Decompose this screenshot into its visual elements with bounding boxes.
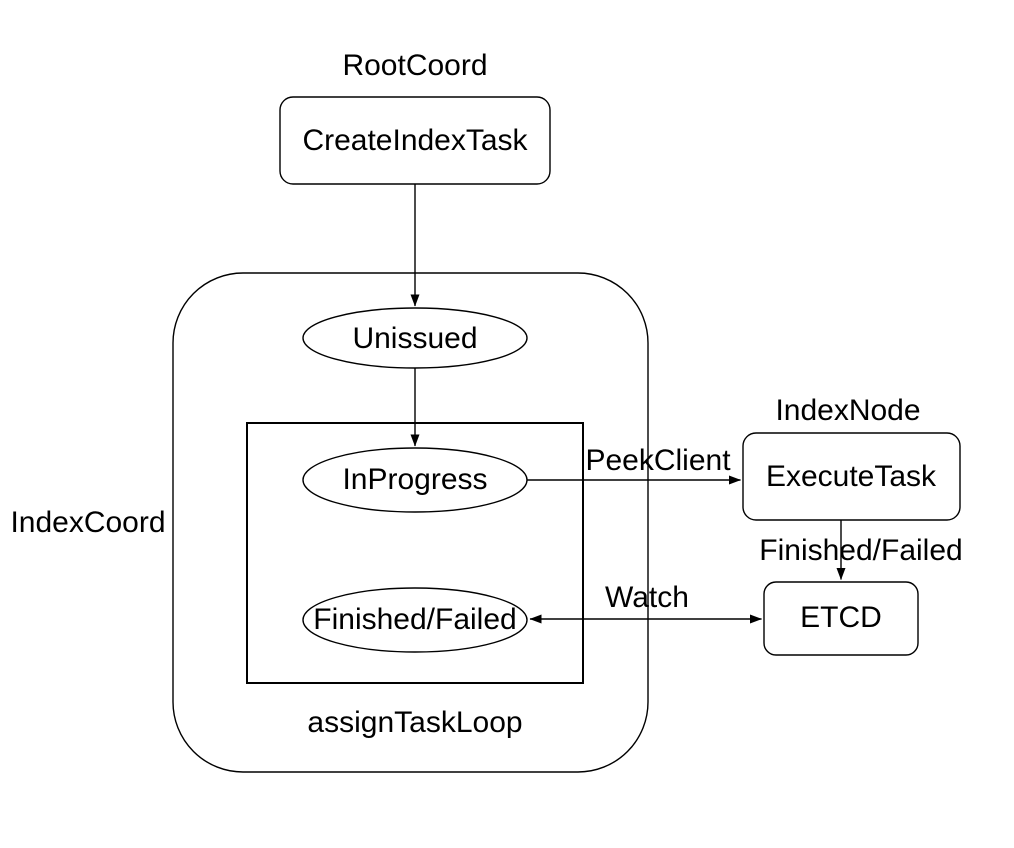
execute-task-box <box>742 432 961 521</box>
create-index-task-label: CreateIndexTask <box>302 124 528 157</box>
finished-failed-edge-label: Finished/Failed <box>759 534 963 567</box>
etcd-label: ETCD <box>800 601 882 634</box>
create-index-task-box <box>279 96 551 185</box>
index-node-group-label: IndexNode <box>775 394 921 427</box>
finished-failed-state-label: Finished/Failed <box>313 603 517 636</box>
in-progress-label: InProgress <box>342 463 488 496</box>
index-coord-container <box>172 272 649 773</box>
watch-edge-label: Watch <box>605 581 689 614</box>
unissued-ellipse <box>302 307 528 369</box>
execute-task-label: ExecuteTask <box>765 460 937 493</box>
peek-client-edge-label: PeekClient <box>585 444 731 477</box>
unissued-label: Unissued <box>352 322 478 355</box>
index-coord-group-label: IndexCoord <box>10 506 166 539</box>
finished-failed-ellipse <box>302 587 528 653</box>
in-progress-ellipse <box>302 447 528 513</box>
etcd-box <box>763 581 919 656</box>
root-coord-group-label: RootCoord <box>342 49 488 82</box>
assign-task-loop-group-label: assignTaskLoop <box>307 706 523 739</box>
